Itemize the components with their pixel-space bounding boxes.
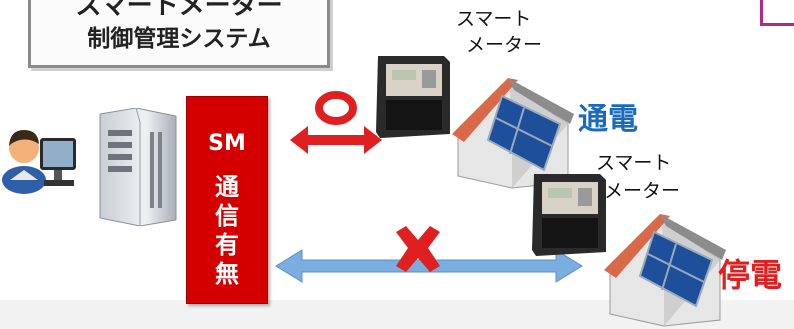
house-icon (452, 78, 574, 189)
status-powered: 通電 (578, 102, 638, 137)
sm-bar-char: 有 (215, 231, 239, 259)
sm-bar-char: 無 (215, 260, 239, 288)
meter-icon (532, 174, 606, 256)
sm-bar-title: SM (208, 131, 246, 156)
system-title-line2: 制御管理システム (87, 26, 271, 52)
user-icon (2, 130, 76, 194)
meter-bottom-label: スマート (596, 152, 672, 174)
fail-cross-icon (396, 226, 440, 272)
meter-top-label: メーター (466, 34, 543, 56)
meter-icon (376, 56, 450, 138)
system-title-box: スマートメーター 制御管理システム (28, 0, 330, 68)
meter-top-label: スマート (456, 8, 532, 30)
ok-circle-icon (315, 91, 357, 125)
meter-bottom-label: メーター (604, 180, 681, 202)
server-icon (99, 108, 177, 226)
sm-bar-char: 信 (215, 202, 239, 230)
sm-bar-char: 通 (215, 173, 239, 201)
house-icon (604, 214, 726, 327)
system-title-line1: スマートメーター (75, 0, 283, 21)
ok-link-arrow (290, 91, 382, 154)
fail-link-arrow (275, 226, 583, 283)
status-outage: 停電 (718, 256, 783, 294)
sm-communication-bar: SM 通 信 有 無 (186, 96, 268, 304)
corner-tag (760, 0, 794, 26)
